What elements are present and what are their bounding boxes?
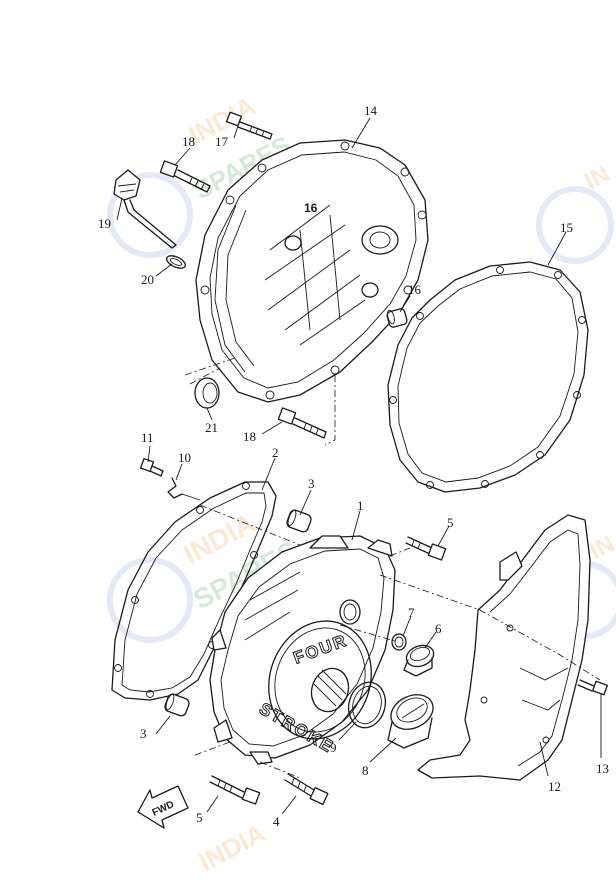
assembly-line-lower-4 <box>194 741 301 779</box>
callout-11: 11 <box>141 430 154 445</box>
callout-labels: 14 17 18 16 19 15 20 16 21 18 11 10 2 3 … <box>98 103 609 829</box>
gasket-lower <box>111 481 277 701</box>
callout-9: 9 <box>330 740 337 755</box>
callout-3-lower: 3 <box>140 726 147 741</box>
bolt-5-lower <box>209 775 261 805</box>
assembly-line-upper-3 <box>189 367 221 385</box>
callout-18-upper: 18 <box>182 134 195 149</box>
dowel-16 <box>386 308 408 328</box>
oil-dipstick-19 <box>113 169 177 249</box>
plug-8 <box>387 694 434 749</box>
sprocket-cover-12 <box>417 514 591 781</box>
bolt-13 <box>577 679 608 696</box>
callout-12: 12 <box>548 779 561 794</box>
bolt-18-upper <box>159 160 211 193</box>
callout-16-right: 16 <box>408 282 422 297</box>
bolt-5-upper <box>405 536 447 561</box>
assembly-line-lower-1 <box>199 504 301 546</box>
assembly-line-lower-5 <box>339 624 399 643</box>
callout-7: 7 <box>408 605 415 620</box>
forward-direction-arrow: FWD <box>137 785 189 829</box>
dowel-3-upper <box>286 509 312 533</box>
bolt-18-lower <box>277 407 327 439</box>
assembly-line-lower-3 <box>389 547 411 557</box>
assembly-line-upper-2 <box>184 357 236 376</box>
callout-21: 21 <box>205 420 218 435</box>
callout-5-upper: 5 <box>447 515 454 530</box>
callout-10: 10 <box>178 450 191 465</box>
clip-10 <box>167 477 201 501</box>
o-ring-9 <box>347 681 387 729</box>
crankcase-cover-upper <box>195 139 429 403</box>
assembly-line-upper-1 <box>324 375 336 446</box>
callout-16-inner: 16 <box>304 201 318 215</box>
plug-6 <box>403 644 435 677</box>
callout-3-upper: 3 <box>308 476 315 491</box>
dowel-3-lower <box>164 693 190 717</box>
callout-4: 4 <box>273 814 280 829</box>
callout-5-lower: 5 <box>196 810 203 825</box>
callout-1: 1 <box>357 498 364 513</box>
bolt-11 <box>139 457 164 477</box>
svg-text:INDIA: INDIA <box>194 817 271 877</box>
leader-lines <box>116 117 602 815</box>
callout-8: 8 <box>362 763 369 778</box>
callout-13: 13 <box>596 761 609 776</box>
o-ring-7 <box>391 633 407 651</box>
watermark-logo-bottom: INDIA <box>194 817 271 877</box>
callout-18-lower: 18 <box>243 429 256 444</box>
callout-17: 17 <box>215 134 229 149</box>
callout-14: 14 <box>364 103 378 118</box>
assembly-line-lower-2 <box>379 574 601 681</box>
bolt-17 <box>226 111 273 140</box>
oil-seal-21 <box>194 377 220 409</box>
bolt-4 <box>284 773 329 806</box>
callout-15: 15 <box>560 220 573 235</box>
callout-19: 19 <box>98 216 111 231</box>
callout-6: 6 <box>435 621 442 636</box>
callout-2: 2 <box>272 445 279 460</box>
gasket-right <box>387 261 589 493</box>
o-ring-20 <box>166 255 186 269</box>
callout-20: 20 <box>141 272 154 287</box>
